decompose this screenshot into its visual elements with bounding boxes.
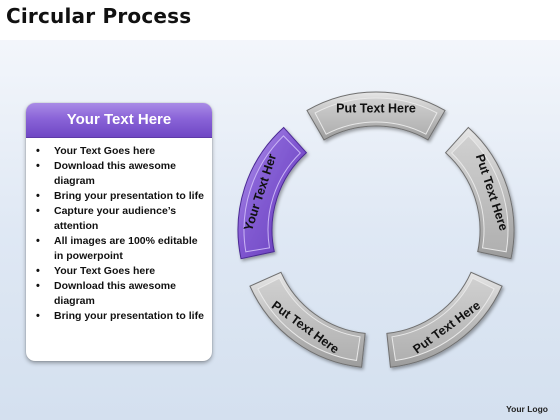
bullet-item: Bring your presentation to life — [36, 309, 204, 324]
text-panel-header: Your Text Here — [26, 103, 212, 138]
title-band — [0, 0, 560, 40]
cycle-segment — [386, 271, 503, 368]
bullet-item: Download this awesome diagram — [36, 159, 204, 189]
bullet-item: Bring your presentation to life — [36, 189, 204, 204]
cycle-segment — [306, 91, 446, 141]
bullet-list: Your Text Goes here Download this awesom… — [26, 138, 212, 324]
bullet-item: All images are 100% editable in powerpoi… — [36, 234, 204, 264]
bullet-item: Your Text Goes here — [36, 264, 204, 279]
bullet-item: Download this awesome diagram — [36, 279, 204, 309]
bullet-item: Your Text Goes here — [36, 144, 204, 159]
cycle-segment-highlighted — [237, 126, 308, 260]
cycle-segment — [249, 271, 366, 368]
cycle-segment-label: Put Text Here — [336, 101, 416, 115]
bullet-item: Capture your audience’s attention — [36, 204, 204, 234]
text-panel: Your Text Here Your Text Goes here Downl… — [26, 103, 212, 361]
cycle-segment — [444, 126, 515, 260]
logo-text: Your Logo — [506, 404, 548, 414]
slide-title: Circular Process — [6, 4, 192, 28]
